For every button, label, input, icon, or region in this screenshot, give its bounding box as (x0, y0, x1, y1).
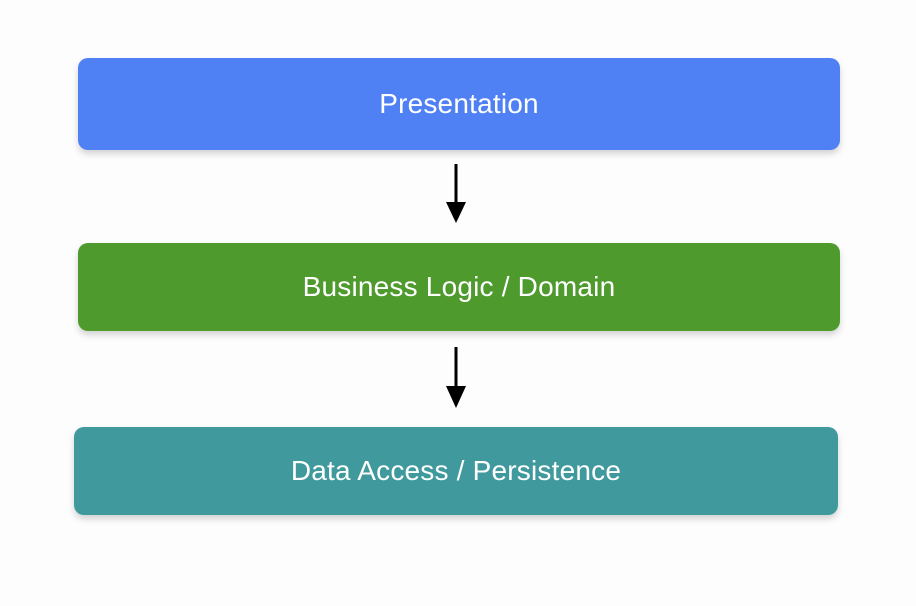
layer-label-data-access: Data Access / Persistence (290, 455, 622, 486)
layer-box-data-access[interactable]: Data Access / Persistence (74, 427, 838, 515)
connector-arrow-business-logic-to-data-access (440, 347, 472, 409)
arrow-down-icon (446, 164, 466, 223)
layer-box-business-logic[interactable]: Business Logic / Domain (78, 243, 840, 331)
layer-label-presentation: Presentation (379, 88, 539, 119)
layer-box-presentation[interactable]: Presentation (78, 58, 840, 150)
layer-label-business-logic: Business Logic / Domain (302, 271, 616, 302)
arrow-down-icon (446, 347, 466, 408)
connector-arrow-presentation-to-business-logic (440, 164, 472, 224)
